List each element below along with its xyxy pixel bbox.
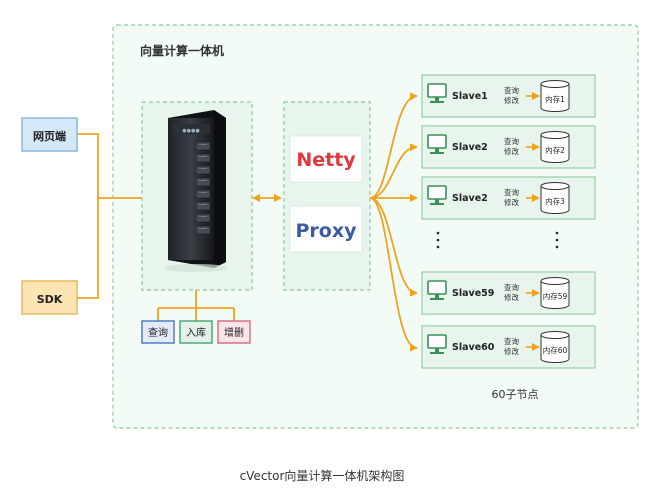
slave-name: Slave60	[452, 342, 495, 353]
client-connectors	[77, 133, 142, 299]
slave-name: Slave59	[452, 288, 494, 299]
slave-op-modify: 修改	[504, 95, 519, 105]
database-icon	[540, 277, 570, 309]
client-web-label: 网页端	[33, 129, 66, 143]
slave-memory-label: 内存3	[545, 196, 565, 206]
appliance-title: 向量计算一体机	[140, 43, 224, 58]
client-sdk-label: SDK	[37, 293, 63, 306]
slave-memory-label: 内存2	[545, 145, 565, 155]
slave-op-query: 查询	[504, 187, 519, 197]
server-rack-icon: ●●●●	[164, 110, 228, 272]
op-add-delete-label: 增删	[224, 326, 244, 339]
computer-icon	[427, 334, 447, 354]
slave-op-modify: 修改	[504, 292, 519, 302]
computer-icon	[427, 280, 447, 300]
slave-op-modify: 修改	[504, 146, 519, 156]
op-add-delete: 增删	[217, 320, 251, 344]
database-icon	[540, 80, 570, 112]
proxy-layer-box	[283, 101, 371, 291]
slave-name: Slave2	[452, 142, 488, 153]
slave-op-query: 查询	[504, 85, 519, 95]
client-sdk: SDK	[21, 280, 78, 315]
slave-memory-label: 内存60	[543, 345, 568, 355]
computer-icon	[427, 83, 447, 103]
connector-slave2	[369, 143, 418, 199]
connector-slave1	[369, 92, 418, 199]
database-icon	[540, 331, 570, 363]
op-query: 查询	[141, 320, 175, 344]
op-query-label: 查询	[148, 326, 168, 339]
slave-name: Slave2	[452, 193, 488, 204]
slave-memory-label: 内存59	[543, 291, 568, 301]
diagram-caption: cVector向量计算一体机架构图	[240, 468, 405, 483]
svg-text:●●●●: ●●●●	[182, 128, 200, 134]
netty-label: Netty	[296, 149, 356, 171]
connector-slave60	[369, 197, 418, 352]
op-ingest: 入库	[179, 320, 213, 344]
connector-slave59	[369, 197, 418, 297]
slave-op-modify: 修改	[504, 197, 519, 207]
slave-op-modify: 修改	[504, 346, 519, 356]
slave-name: Slave1	[452, 91, 488, 102]
nodes-caption: 60子节点	[492, 388, 539, 401]
computer-icon	[427, 185, 447, 205]
ellipsis-dots-left	[436, 231, 440, 249]
op-ingest-label: 入库	[186, 326, 206, 339]
ellipsis-dots-right	[555, 231, 559, 249]
slave-connectors	[369, 92, 418, 352]
computer-icon	[427, 134, 447, 154]
database-icon	[540, 131, 570, 163]
slave-op-query: 查询	[504, 336, 519, 346]
proxy-box: Proxy	[289, 205, 363, 253]
proxy-label: Proxy	[296, 220, 358, 242]
client-web: 网页端	[21, 117, 78, 152]
ops-connectors	[157, 290, 235, 321]
netty-box: Netty	[289, 135, 363, 183]
slave-op-query: 查询	[504, 282, 519, 292]
slave-memory-label: 内存1	[545, 94, 565, 104]
database-icon	[540, 182, 570, 214]
slave-op-query: 查询	[504, 136, 519, 146]
